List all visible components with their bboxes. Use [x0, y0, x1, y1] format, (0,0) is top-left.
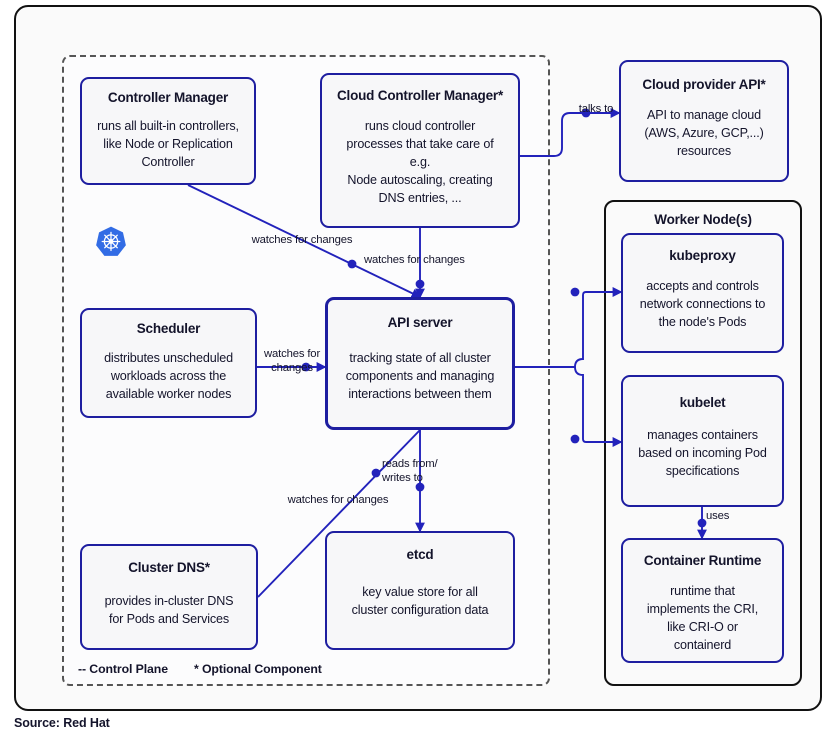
edge-label-talks-to: talks to: [578, 103, 614, 115]
kubeproxy-desc: accepts and controls network connections…: [639, 279, 766, 329]
node-kubeproxy[interactable]: kubeproxy accepts and controls network c…: [621, 233, 784, 353]
node-cloud-controller-manager[interactable]: Cloud Controller Manager* runs cloud con…: [320, 73, 520, 228]
cloud-controller-manager-desc: runs cloud controller processes that tak…: [346, 119, 494, 205]
node-api-server[interactable]: API server tracking state of all cluster…: [325, 297, 515, 430]
kubernetes-logo-icon: [94, 225, 128, 259]
cloud-provider-api-desc: API to manage cloud (AWS, Azure, GCP,...…: [644, 108, 764, 158]
edge-label-scheduler-watches: watches for changes: [263, 348, 321, 374]
legend: -- Control Plane * Optional Component: [78, 662, 322, 676]
node-cluster-dns[interactable]: Cluster DNS* provides in-cluster DNS for…: [80, 544, 258, 650]
legend-control-plane: -- Control Plane: [78, 662, 168, 676]
cluster-dns-desc: provides in-cluster DNS for Pods and Ser…: [104, 594, 234, 627]
cluster-dns-title: Cluster DNS*: [128, 560, 210, 575]
kubelet-desc: manages containers based on incoming Pod…: [638, 428, 767, 478]
node-scheduler[interactable]: Scheduler distributes unscheduled worklo…: [80, 308, 257, 418]
scheduler-desc: distributes unscheduled workloads across…: [104, 351, 233, 401]
node-controller-manager[interactable]: Controller Manager runs all built-in con…: [80, 77, 256, 185]
etcd-title: etcd: [406, 547, 434, 562]
etcd-desc: key value store for all cluster configur…: [351, 585, 489, 618]
container-runtime-title: Container Runtime: [643, 553, 762, 568]
legend-optional-component: * Optional Component: [193, 662, 322, 676]
source-caption: Source: Red Hat: [14, 716, 110, 730]
worker-node-title: Worker Node(s): [654, 212, 752, 227]
edge-label-ccm-watches: watches for changes: [364, 254, 465, 266]
api-server-desc: tracking state of all cluster components…: [345, 351, 495, 401]
controller-manager-title: Controller Manager: [107, 90, 229, 105]
node-cloud-provider-api[interactable]: Cloud provider API* API to manage cloud …: [619, 60, 789, 182]
cloud-controller-manager-title: Cloud Controller Manager*: [336, 88, 503, 103]
node-container-runtime[interactable]: Container Runtime runtime that implement…: [621, 538, 784, 663]
kubeproxy-title: kubeproxy: [669, 248, 736, 263]
api-server-title: API server: [387, 315, 453, 330]
edge-label-clusterdns-watches: watches for changes: [287, 494, 389, 506]
scheduler-title: Scheduler: [136, 321, 201, 336]
node-kubelet[interactable]: kubelet manages containers based on inco…: [621, 375, 784, 507]
kubelet-title: kubelet: [679, 395, 726, 410]
controller-manager-desc: runs all built-in controllers, like Node…: [97, 119, 239, 169]
node-etcd[interactable]: etcd key value store for all cluster con…: [325, 531, 515, 650]
edge-label-reads-writes: reads from/ writes to: [382, 458, 438, 484]
container-runtime-desc: runtime that implements the CRI, like CR…: [646, 584, 759, 652]
cloud-provider-api-title: Cloud provider API*: [642, 77, 766, 92]
edge-label-controller-manager-watches: watches for changes: [251, 234, 353, 246]
edge-label-uses: uses: [706, 510, 730, 522]
